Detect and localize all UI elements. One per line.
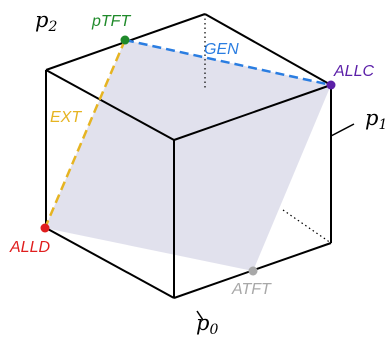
atft-label: ATFT bbox=[232, 281, 271, 298]
ptft-point bbox=[120, 35, 130, 45]
cube-edges bbox=[45, 13, 332, 299]
ext-label: EXT bbox=[50, 109, 82, 126]
p2-axis-label: p2 bbox=[35, 8, 58, 35]
hidden-edge-back bbox=[282, 209, 332, 244]
ext-edge bbox=[43, 39, 127, 229]
allc-label: ALLC bbox=[334, 63, 375, 80]
atft-point bbox=[248, 266, 258, 276]
p0-axis-leader bbox=[196, 310, 204, 321]
alld-point bbox=[40, 223, 50, 233]
p1-axis-label: p1 bbox=[365, 106, 387, 133]
ptft-label: pTFT bbox=[92, 13, 131, 30]
p0-axis-label: p0 bbox=[196, 311, 219, 338]
allc-point bbox=[326, 80, 336, 90]
gen-label: GEN bbox=[204, 41, 239, 58]
strategy-plane bbox=[45, 40, 331, 271]
gen-edge bbox=[124, 38, 332, 87]
p1-axis-leader bbox=[330, 123, 355, 137]
alld-label: ALLD bbox=[10, 239, 51, 256]
